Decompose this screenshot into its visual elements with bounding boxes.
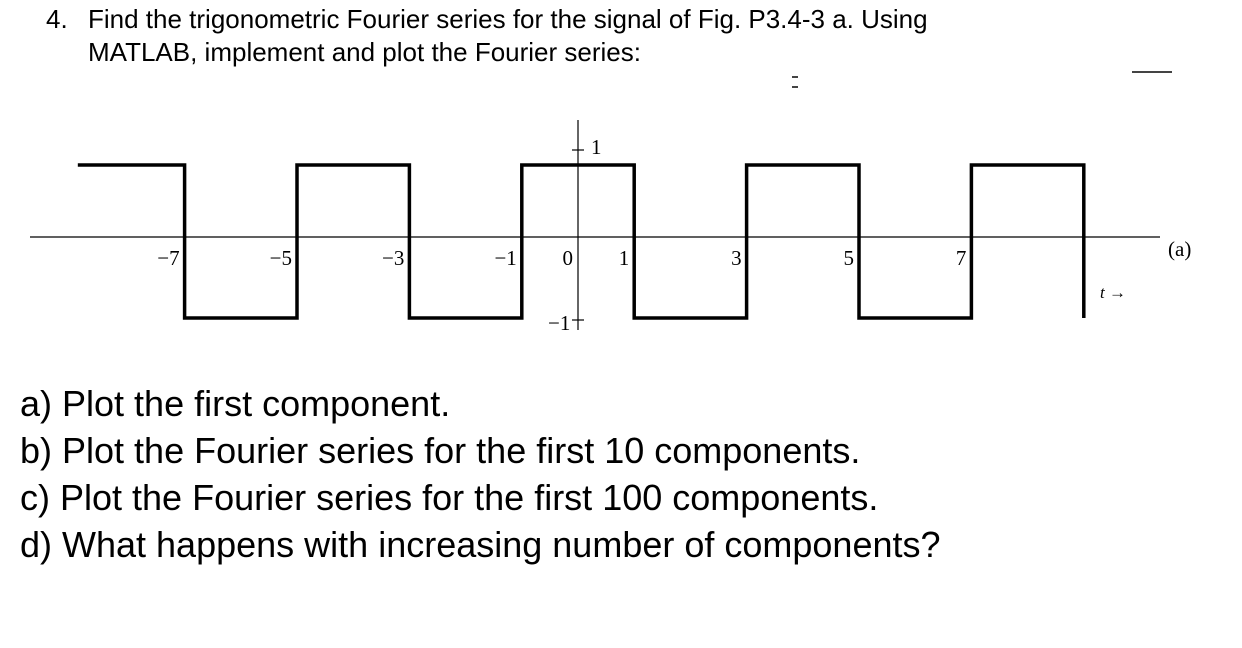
problem-number: 4. — [46, 4, 68, 34]
question-list: a) Plot the first component. b) Plot the… — [20, 380, 941, 568]
tick-label: −5 — [270, 246, 292, 270]
panel-label: (a) — [1168, 237, 1191, 261]
tick-label: 5 — [844, 246, 855, 270]
tick-label: 1 — [619, 246, 630, 270]
problem-text-line-2: MATLAB, implement and plot the Fourier s… — [88, 37, 641, 67]
tick-label: 0 — [563, 246, 574, 270]
question-c: c) Plot the Fourier series for the first… — [20, 477, 879, 518]
square-wave-signal — [77, 163, 1086, 320]
tick-label: −1 — [494, 246, 516, 270]
tick-label: −7 — [157, 246, 179, 270]
question-b: b) Plot the Fourier series for the first… — [20, 430, 861, 471]
tick-label: −3 — [382, 246, 404, 270]
time-tick-labels: −7 −5 −3 −1 0 1 3 5 7 — [157, 246, 966, 270]
tick-label: 3 — [731, 246, 742, 270]
amplitude-label-bottom: −1 — [548, 311, 570, 335]
t-axis-label: t → — [1100, 283, 1126, 302]
tick-label: 7 — [956, 246, 967, 270]
amplitude-label-top: 1 — [591, 135, 602, 159]
scan-artifacts — [792, 71, 1172, 88]
problem-text-line-1: Find the trigonometric Fourier series fo… — [88, 4, 928, 34]
question-a: a) Plot the first component. — [20, 383, 451, 424]
question-d: d) What happens with increasing number o… — [20, 524, 941, 565]
